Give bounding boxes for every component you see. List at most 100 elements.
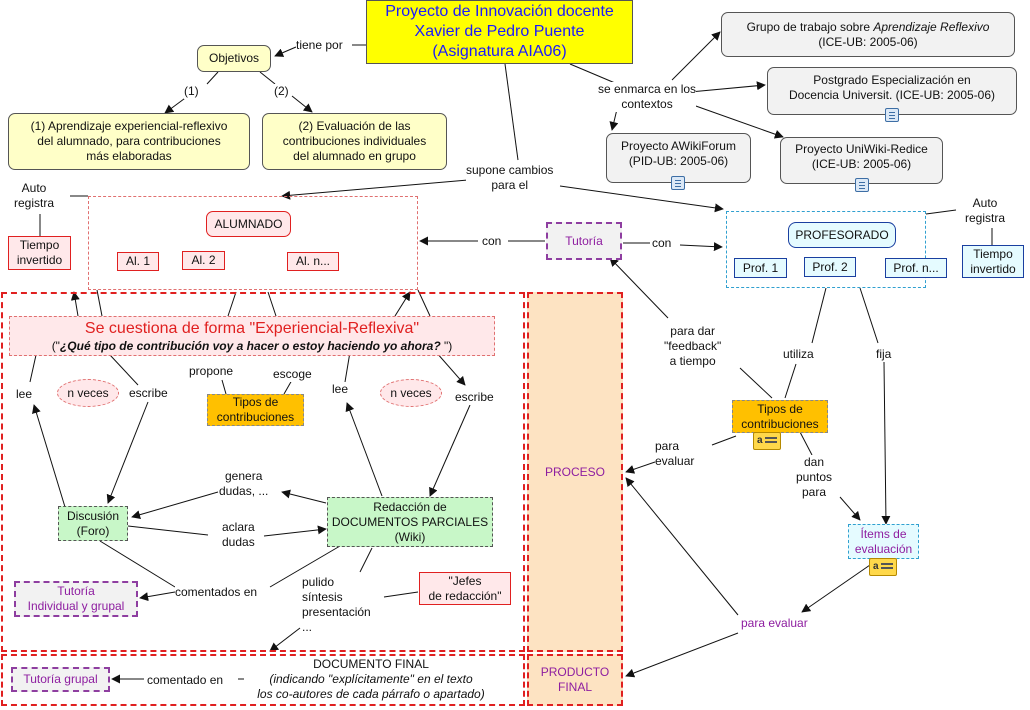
pulido-line1: pulido (302, 575, 335, 589)
cuestiona-sub-close: ") (440, 338, 453, 353)
tipos-right-line1: Tipos de (757, 401, 803, 416)
escribe-left-link: escribe (129, 386, 168, 401)
tutoria-ind-line2: Individual y grupal (27, 599, 125, 613)
teacher-profn-label: Prof. n... (893, 260, 939, 275)
genera-dudas-link: genera dudas, ... (219, 469, 269, 499)
para-evaluar-link: para evaluar (655, 439, 694, 469)
discusion-line1: Discusión (66, 508, 120, 523)
producto-final-column: PRODUCTO FINAL (527, 654, 623, 706)
student-al1-label: Al. 1 (125, 254, 150, 268)
document-icon[interactable] (855, 178, 869, 192)
para-evaluar-line2: evaluar (655, 454, 695, 468)
tiempo-right-line2: invertido (970, 261, 1016, 276)
tutoria-individual-node: Tutoría Individual y grupal (14, 581, 138, 617)
jefes-line2: de redacción" (428, 588, 502, 603)
cuestiona-sub-em: ¿Qué tipo de contribución voy a hacer o … (59, 338, 441, 353)
comentados-en-link: comentados en (175, 585, 258, 600)
context-awiki-line2: (PID-UB: 2005-06) (628, 154, 729, 168)
profesorado-node: PROFESORADO (788, 222, 896, 248)
supone-cambios-link: supone cambios para el (466, 163, 554, 193)
producto-line2: FINAL (557, 680, 592, 694)
documento-final-node: DOCUMENTO FINAL (indicando "explícitamen… (240, 657, 502, 702)
n-veces-right: n veces (380, 379, 442, 407)
context-awiki-line1: Proyecto AWikiForum (621, 139, 736, 153)
tutoria-node: Tutoría (546, 222, 622, 260)
cuestiona-main: Se cuestiona de forma "Experiencial-Refl… (84, 319, 420, 337)
objective-1-line2: del alumnado, para contribuciones (37, 134, 221, 148)
context-postgrado-line2: Docencia Universit. (ICE-UB: 2005-06) (788, 88, 996, 102)
pulido-link: pulido síntesis presentación ... (302, 575, 371, 635)
tiempo-invertido-right: Tiempo invertido (962, 245, 1024, 278)
final-frame (1, 654, 525, 706)
document-icon[interactable] (671, 176, 685, 190)
supone-cambios-line1: supone cambios (466, 163, 554, 177)
pulido-line3: presentación (302, 605, 371, 619)
note-icon[interactable]: a (753, 432, 781, 450)
genera-line1: genera (225, 469, 263, 483)
proceso-label: PROCESO (544, 464, 605, 479)
objetivos-node: Objetivos (197, 45, 271, 72)
lee-right-link: lee (332, 382, 349, 397)
aclara-line2: dudas (222, 535, 255, 549)
n-veces-right-label: n veces (390, 385, 432, 400)
n-veces-left-label: n veces (67, 385, 109, 400)
se-enmarca-line2: contextos (621, 97, 673, 111)
escoge-link: escoge (273, 367, 312, 382)
objective-2-line1: (2) Evaluación de las (298, 119, 411, 133)
con-right-link: con (652, 236, 672, 251)
tutoria-grupal-node: Tutoría grupal (11, 667, 110, 692)
auto-registra-right: Auto registra (965, 196, 1006, 226)
dan-line1: dan (804, 455, 825, 469)
pulido-line4: ... (302, 620, 313, 634)
tipos-left-line2: contribuciones (216, 410, 295, 424)
context-uniwiki-line2: (ICE-UB: 2005-06) (811, 156, 912, 171)
context-postgrado-node: Postgrado Especialización en Docencia Un… (767, 67, 1017, 115)
note-icon[interactable]: a (869, 558, 897, 576)
context-grupo-node: Grupo de trabajo sobre Aprendizaje Refle… (721, 12, 1015, 57)
tipos-left-line1: Tipos de (232, 395, 279, 409)
process-frame (1, 292, 525, 652)
discusion-foro-node: Discusión (Foro) (58, 506, 128, 541)
student-al2-label: Al. 2 (191, 253, 216, 267)
doc-final-sub2: los co-autores de cada párrafo o apartad… (257, 687, 485, 701)
doc-final-sub1: (indicando "explícitamente" en el texto (269, 672, 473, 686)
tiene-por-link: tiene por (296, 38, 343, 53)
tiempo-left-line1: Tiempo (19, 238, 60, 252)
objective-2-line2: contribuciones individuales (282, 134, 427, 148)
student-al2: Al. 2 (182, 251, 225, 270)
redaccion-line2: DOCUMENTOS PARCIALES (331, 514, 489, 529)
objective-2-line3: del alumnado en grupo (293, 149, 416, 163)
propone-link: propone (189, 364, 234, 379)
feedback-line3: a tiempo (669, 354, 716, 368)
redaccion-wiki-node: Redacción de DOCUMENTOS PARCIALES (Wiki) (327, 497, 493, 547)
tiempo-invertido-left: Tiempo invertido (8, 236, 71, 270)
jefes-line1: "Jefes (448, 573, 482, 588)
se-enmarca-line1: se enmarca en los (598, 82, 697, 96)
grupo-em: Aprendizaje Reflexivo (873, 19, 990, 34)
title-line1: Proyecto de Innovación docente (385, 3, 614, 20)
fija-link: fija (876, 347, 892, 362)
n-veces-left: n veces (57, 379, 119, 407)
doc-final-title: DOCUMENTO FINAL (313, 657, 429, 671)
con-left-link: con (482, 234, 502, 249)
lee-left-link: lee (16, 387, 33, 402)
pulido-line2: síntesis (302, 590, 343, 604)
jefes-redaccion-node: "Jefes de redacción" (419, 572, 511, 605)
student-al1: Al. 1 (117, 252, 159, 271)
auto-registra-right-line1: Auto (972, 196, 998, 210)
proceso-column: PROCESO (527, 292, 623, 652)
escribe-right-link: escribe (455, 390, 494, 405)
teacher-prof2: Prof. 2 (804, 257, 856, 277)
objective-num-1: (1) (184, 84, 199, 99)
feedback-line1: para dar (670, 324, 715, 338)
tipos-right-line2: contribuciones (741, 416, 819, 431)
objective-1-line1: (1) Aprendizaje experiencial-reflexivo (30, 119, 228, 133)
dan-line2: puntos (796, 470, 833, 484)
document-icon[interactable] (885, 108, 899, 122)
tipos-contribuciones-left: Tipos de contribuciones (207, 394, 304, 426)
genera-line2: dudas, ... (219, 484, 269, 498)
context-uniwiki-line1: Proyecto UniWiki-Redice (795, 141, 928, 156)
alumnado-group (88, 196, 418, 290)
title-line3: (Asignatura AIA06) (432, 43, 567, 60)
